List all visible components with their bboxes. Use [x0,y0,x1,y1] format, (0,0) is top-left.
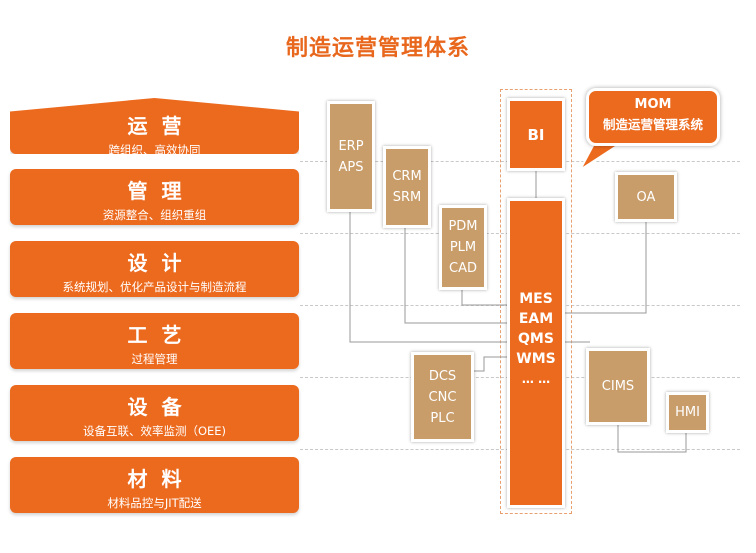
layer-title: 运营 [127,114,196,138]
layer-subtitle: 材料品控与JIT配送 [107,496,202,510]
system-label: CAD [449,261,477,276]
layer-subtitle: 设备互联、效率监测（OEE) [82,424,227,438]
connector-oa-mes [562,222,647,314]
system-label: EAM [518,311,554,327]
cims-box: CIMS [586,348,650,425]
layer-equipment: 设备 设备互联、效率监测（OEE) [10,385,299,441]
connector-erp-mes [349,212,510,343]
system-label: MES [519,291,553,307]
system-label: QMS [518,331,554,347]
system-label: OA [636,189,656,205]
bi-box: BI [507,98,565,171]
layer-title: 工艺 [127,323,196,347]
system-label: APS [338,159,364,175]
layer-subtitle: 资源整合、组织重组 [102,208,207,222]
system-label: DCS [428,368,457,384]
layer-subtitle: 跨组织、高效协同 [108,143,201,157]
system-label: SRM [392,190,422,205]
connector-dcs-mes [474,356,510,372]
diagram-title: 制造运营管理体系 [285,36,470,61]
layer-subtitle: 过程管理 [131,352,178,366]
layer-process: 工艺 过程管理 [10,313,299,369]
layer-materials: 材料 材料品控与JIT配送 [10,457,299,513]
system-label: HMI [675,405,700,420]
connector-cims-hmi [617,425,687,453]
layer-title: 设计 [127,251,196,275]
system-label: WMS [516,351,556,367]
pdm-plm-cad-box: PDM PLM CAD [439,205,487,290]
system-label: … … [521,372,551,386]
erp-aps-box: ERP APS [327,101,375,212]
system-label: PLM [449,240,477,255]
connector-pdm-mes [461,290,510,306]
layer-operations: 运营 跨组织、高效协同 [10,98,299,154]
system-label: BI [527,125,545,144]
system-label: PLC [430,410,455,426]
dcs-cnc-plc-box: DCS CNC PLC [411,352,474,442]
system-label: PDM [448,219,478,234]
oa-box: OA [615,172,677,222]
mom-dashed-frame [500,89,572,514]
system-label: ERP [338,138,364,154]
system-label: CNC [428,389,457,405]
mes-column: MES EAM QMS WMS … … [507,198,565,508]
system-label: CRM [392,169,422,184]
layer-title: 管理 [127,179,196,203]
callout-subtitle: 制造运营管理系统 [602,117,703,132]
layer-subtitle: 系统规划、优化产品设计与制造流程 [62,280,247,294]
hmi-box: HMI [666,392,709,433]
mom-callout: MOM 制造运营管理系统 [586,88,720,146]
connector-crm-mes [404,228,510,324]
layer-management: 管理 资源整合、组织重组 [10,169,299,225]
system-label: CIMS [601,379,635,394]
layer-title: 材料 [127,467,196,491]
callout-title: MOM [634,97,672,112]
layer-title: 设备 [127,395,196,419]
crm-srm-box: CRM SRM [383,146,431,228]
layer-design: 设计 系统规划、优化产品设计与制造流程 [10,241,299,297]
